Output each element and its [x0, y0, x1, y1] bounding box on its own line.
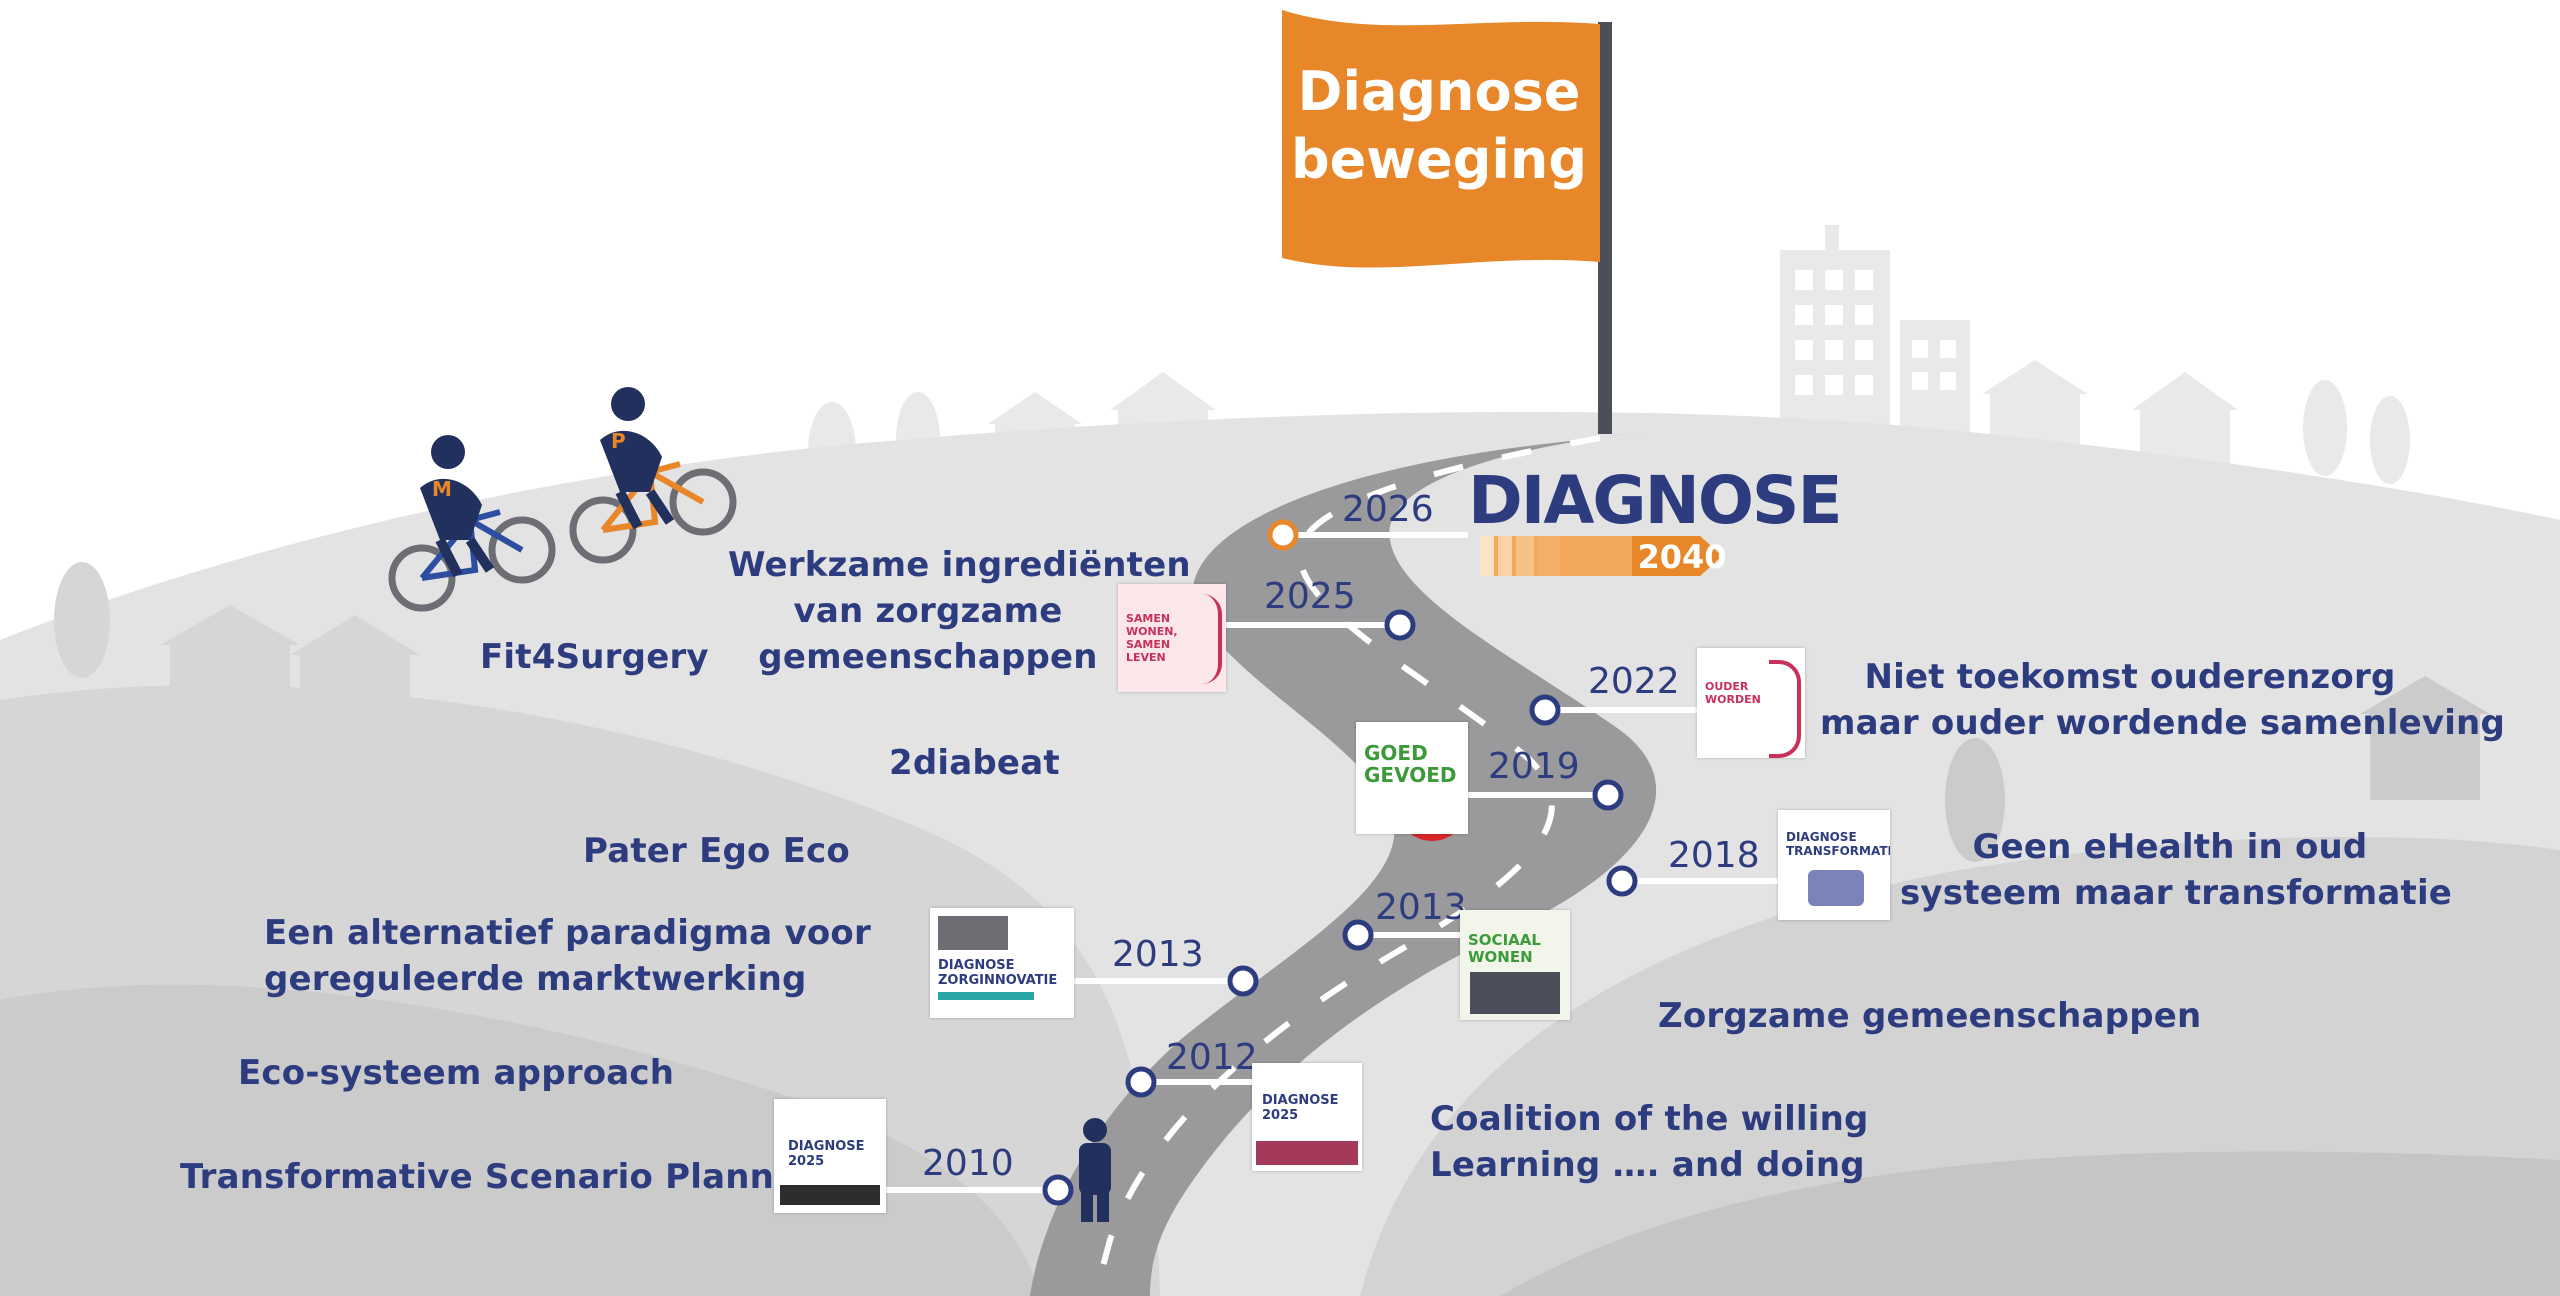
- year-label-2026: 2026: [1342, 489, 1434, 530]
- cyclist-p-badge: P: [611, 429, 626, 453]
- milestone-dot-2026[interactable]: [1267, 519, 1299, 551]
- label-fit4surgery: Fit4Surgery: [480, 637, 709, 677]
- label-zorgzame-gemeenschappen: Zorgzame gemeenschappen: [1658, 996, 2202, 1036]
- book-title-goed: GOED GEVOED: [1364, 741, 1457, 787]
- book-decor-transformatie: [1808, 870, 1864, 906]
- flag-title: Diagnose beweging: [1280, 58, 1598, 194]
- label-alternatief-line2: gereguleerde marktwerking: [264, 959, 807, 999]
- book-title-zorginnovatie: DIAGNOSE ZORGINNOVATIE: [938, 958, 1058, 988]
- milestone-dot-2010[interactable]: [1042, 1174, 1074, 1206]
- label-werkzame-line3: gemeenschappen: [758, 637, 1098, 677]
- label-geen-line2: systeem maar transformatie: [1900, 873, 2453, 913]
- right-houses: [1945, 676, 2490, 862]
- book-decor-samen: [1192, 594, 1222, 684]
- label-werkzame-line1: Werkzame ingrediënten: [728, 545, 1191, 585]
- book-title-d2025b: DIAGNOSE 2025: [788, 1139, 865, 1169]
- label-geen-ehealth: Geen eHealth in oud systeem maar transfo…: [1900, 824, 2453, 916]
- flag-pole: [1598, 22, 1612, 434]
- walking-person-icon: [1079, 1118, 1111, 1222]
- book-title-d2025a: DIAGNOSE 2025: [1262, 1093, 1339, 1123]
- milestone-dot-2012[interactable]: [1125, 1066, 1157, 1098]
- year-label-2025: 2025: [1264, 576, 1356, 617]
- label-niet-line2: maar ouder wordende samenleving: [1820, 703, 2506, 743]
- book-cover-sociaal-wonen[interactable]: SOCIAAL WONEN: [1460, 910, 1570, 1020]
- label-niet-toekomst: Niet toekomst ouderenzorg maar ouder wor…: [1820, 654, 2506, 746]
- milestone-dot-2018[interactable]: [1606, 865, 1638, 897]
- book-decor-zorginnovatie: [938, 916, 1008, 950]
- year-label-2022: 2022: [1588, 661, 1680, 702]
- year-label-2019: 2019: [1488, 746, 1580, 787]
- book-title-transformatie: DIAGNOSE TRANSFORMATIE: [1786, 830, 1890, 858]
- book-title-sociaal: SOCIAAL WONEN: [1468, 931, 1541, 966]
- label-werkzame-ingredienten: Werkzame ingrediënten van zorgzame gemee…: [728, 542, 1191, 680]
- book-decor-d2025a: [1256, 1141, 1358, 1165]
- book-cover-ouder-worden[interactable]: OUDER WORDEN: [1697, 648, 1805, 758]
- flag: [1282, 10, 1600, 268]
- flag-title-line2: beweging: [1290, 128, 1588, 191]
- label-2diabeat: 2diabeat: [889, 743, 1060, 783]
- label-niet-line1: Niet toekomst ouderenzorg: [1864, 657, 2396, 697]
- milestone-dot-2013b[interactable]: [1342, 919, 1374, 951]
- skyline-windows: [1795, 270, 1956, 395]
- milestone-dot-2019[interactable]: [1592, 779, 1624, 811]
- label-pater-ego-eco: Pater Ego Eco: [583, 831, 850, 871]
- book-decor-ouder: [1769, 660, 1801, 758]
- label-eco-systeem: Eco-systeem approach: [238, 1053, 675, 1093]
- milestone-dot-2022[interactable]: [1529, 694, 1561, 726]
- lower-left-hill: [0, 984, 1040, 1296]
- year-label-2012: 2012: [1166, 1037, 1258, 1078]
- year-label-2013b: 2013: [1375, 887, 1467, 928]
- book-cover-diagnose-2025-a[interactable]: DIAGNOSE 2025: [1252, 1063, 1362, 1171]
- logo-2040-year: 2040: [1637, 538, 1727, 576]
- label-coalition-line2: Learning …. and doing: [1430, 1145, 1865, 1185]
- book-cover-samen-wonen[interactable]: SAMEN WONEN, SAMEN LEVEN: [1118, 584, 1226, 692]
- book-cover-diagnose-zorginnovatie[interactable]: DIAGNOSE ZORGINNOVATIE: [930, 908, 1074, 1018]
- book-cover-diagnose-transformatie[interactable]: DIAGNOSE TRANSFORMATIE: [1778, 810, 1890, 920]
- road-center-line: [1092, 435, 1601, 1296]
- book-decor-zorginnovatie-bar: [938, 992, 1034, 1000]
- lower-right-hill: [1500, 1151, 2560, 1296]
- milestone-dot-2013a[interactable]: [1227, 965, 1259, 997]
- label-transformative-scenario: Transformative Scenario Planning: [180, 1157, 835, 1197]
- cyclist-m-icon: [388, 435, 556, 612]
- year-label-2013a: 2013: [1112, 934, 1204, 975]
- label-alternatief-paradigma: Een alternatief paradigma voor geregulee…: [264, 910, 871, 1002]
- label-coalition: Coalition of the willing Learning …. and…: [1430, 1096, 1869, 1188]
- year-label-2018: 2018: [1668, 835, 1760, 876]
- label-werkzame-line2: van zorgzame: [793, 591, 1063, 631]
- cyclist-p-icon: [569, 387, 737, 564]
- book-cover-diagnose-2025-b[interactable]: DIAGNOSE 2025: [774, 1099, 886, 1213]
- label-coalition-line1: Coalition of the willing: [1430, 1099, 1869, 1139]
- flag-title-line1: Diagnose: [1297, 60, 1581, 123]
- book-title-samen: SAMEN WONEN, SAMEN LEVEN: [1126, 612, 1178, 664]
- book-title-ouder: OUDER WORDEN: [1705, 680, 1761, 706]
- logo-2040-bar: [1480, 536, 1722, 576]
- label-geen-line1: Geen eHealth in oud: [1972, 827, 2368, 867]
- year-label-2010: 2010: [922, 1143, 1014, 1184]
- cyclist-m-badge: M: [432, 477, 452, 501]
- label-alternatief-line1: Een alternatief paradigma voor: [264, 913, 871, 953]
- timeline-connectors: [885, 532, 1780, 1193]
- book-cover-goed-gevoed[interactable]: GOED GEVOED: [1356, 722, 1468, 834]
- book-decor-d2025b: [780, 1185, 880, 1205]
- milestone-dot-2025[interactable]: [1384, 609, 1416, 641]
- logo-diagnose-word: DIAGNOSE: [1468, 462, 1843, 539]
- book-decor-sociaal: [1470, 972, 1560, 1014]
